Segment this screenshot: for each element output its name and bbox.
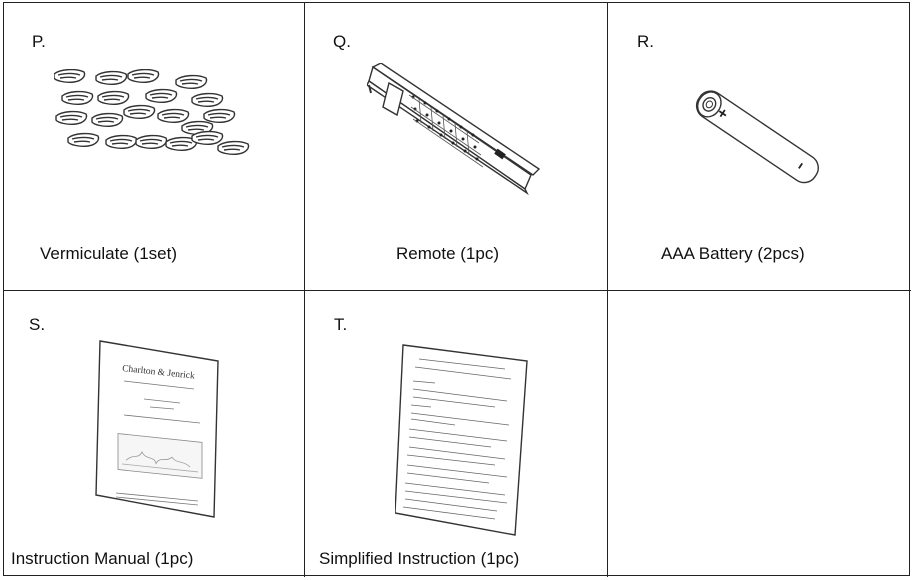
simplified-instruction-icon bbox=[395, 337, 531, 537]
instruction-manual-icon: Charlton & Jenrick bbox=[94, 337, 226, 519]
part-cell-remote: Q. bbox=[305, 3, 608, 291]
parts-table: P. bbox=[3, 2, 911, 577]
part-cell-simplified-instruction: T. bbox=[305, 291, 608, 577]
part-cell-battery: R. AAA Battery (2pcs) bbox=[608, 3, 911, 291]
empty-cell bbox=[608, 291, 911, 577]
part-caption: AAA Battery (2pcs) bbox=[661, 244, 805, 263]
part-caption: Vermiculate (1set) bbox=[40, 244, 177, 263]
part-letter: S. bbox=[29, 315, 46, 334]
part-caption: Instruction Manual (1pc) bbox=[11, 549, 194, 568]
part-letter: T. bbox=[334, 315, 348, 334]
remote-control-icon bbox=[367, 63, 543, 203]
part-letter: R. bbox=[637, 32, 654, 51]
part-caption: Simplified Instruction (1pc) bbox=[319, 549, 520, 568]
part-caption: Remote (1pc) bbox=[396, 244, 499, 263]
part-letter: Q. bbox=[333, 32, 351, 51]
vermiculite-pieces-icon bbox=[54, 69, 254, 169]
part-cell-instruction-manual: S. Charlton & Jenrick bbox=[4, 291, 305, 577]
part-cell-vermiculate: P. bbox=[4, 3, 305, 291]
aaa-battery-icon bbox=[680, 81, 836, 191]
part-letter: P. bbox=[32, 32, 46, 51]
